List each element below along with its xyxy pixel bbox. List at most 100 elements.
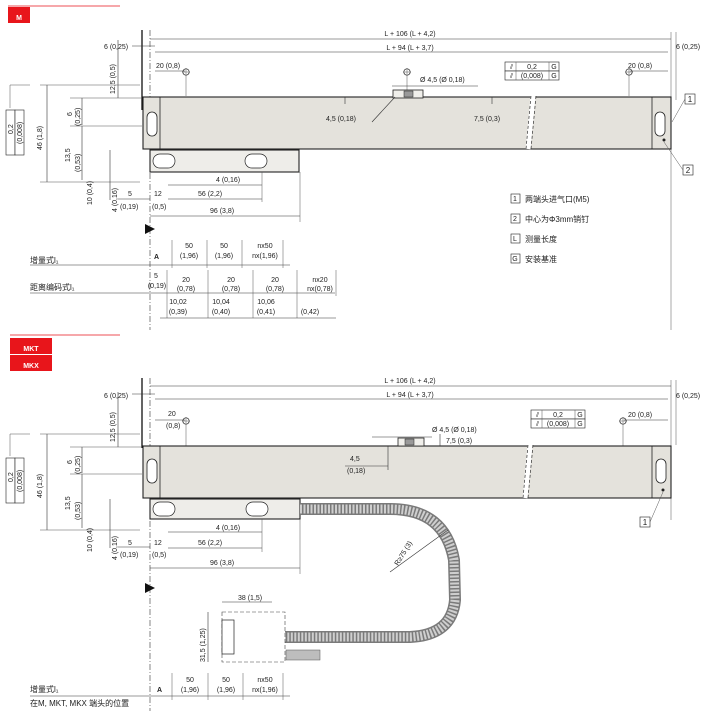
- callout-1: 1: [688, 95, 693, 104]
- svg-text:nx50: nx50: [257, 243, 272, 250]
- dim-7-5-mkt: 7,5 (0,3): [446, 438, 472, 445]
- dim-6-mkt-in: (0,25): [75, 456, 82, 474]
- svg-text:⫽: ⫽: [535, 420, 540, 428]
- legend-item-3: 测量长度: [525, 234, 557, 244]
- dim-inner-mkt: L + 94 (L + 3,7): [386, 392, 433, 399]
- svg-text:(1,96): (1,96): [217, 687, 235, 694]
- svg-text:(0,78): (0,78): [266, 286, 284, 293]
- dim-6-in: (0,25): [75, 108, 82, 126]
- dim-top-left-mkt: 20: [168, 411, 176, 418]
- dim-38-mkt: 38 (1,5): [238, 595, 262, 602]
- side-tol-mkt: 0,2: [8, 472, 15, 482]
- dim-depth-left: 4,5 (0,18): [326, 116, 356, 123]
- svg-text:50: 50: [186, 677, 194, 684]
- badge-mkx-text: MKX: [23, 363, 39, 370]
- svg-text:20: 20: [271, 277, 279, 284]
- svg-text:1: 1: [513, 196, 517, 203]
- dim-96-mkt: 96 (3,8): [210, 560, 234, 567]
- dim-12: 12: [154, 191, 162, 198]
- dim-4-5-mkt: 4,5: [350, 456, 360, 463]
- dim-12-mkt: 12: [154, 540, 162, 547]
- dim-31-5-mkt: 31,5 (1,25): [200, 628, 207, 662]
- legend-m: 1 两端头进气口(M5) 2 中心为Φ3mm销钉 L 测量长度 G 安装基准: [510, 193, 590, 264]
- dim-6-mkt: 6: [67, 460, 74, 464]
- dim-12-5-mkt: 12,5 (0,5): [110, 412, 117, 442]
- ref-arrow-mkt: [145, 583, 155, 593]
- callout-2: 2: [686, 166, 691, 175]
- pin-marker: [662, 138, 666, 142]
- dim-5-mkt-in: (0,19): [120, 552, 138, 559]
- svg-text:50: 50: [185, 243, 193, 250]
- badge-mkx: [10, 355, 52, 371]
- dim-46-mkt: 46 (1,8): [37, 474, 44, 498]
- dim-line-radius-mkt: [389, 529, 449, 573]
- svg-text:G: G: [512, 256, 517, 263]
- svg-text:⫽: ⫽: [509, 63, 514, 71]
- dim-5-in: (0,19): [120, 204, 138, 211]
- scale-body: [142, 96, 672, 150]
- dim-13-5-mkt-in: (0,53): [75, 502, 82, 520]
- dim-6: 6: [67, 112, 74, 116]
- badge-m: [8, 7, 30, 23]
- body-break: [525, 95, 537, 150]
- svg-text:10,04: 10,04: [212, 299, 230, 306]
- point-a-m: A: [154, 254, 159, 261]
- svg-text:20: 20: [182, 277, 190, 284]
- side-tolerance: 0,2 (0,008): [5, 84, 30, 156]
- point-a-mkt: A: [157, 687, 162, 694]
- callout-1-leader: [671, 98, 686, 123]
- reading-head-slot: [403, 90, 414, 98]
- distcoded-label-m: 距离编码式l₁: [30, 282, 75, 292]
- svg-text:(0,78): (0,78): [222, 286, 240, 293]
- dim-12-5: 12,5 (0,5): [110, 64, 117, 94]
- svg-text:nx(0,78): nx(0,78): [307, 286, 333, 293]
- dim-top-left: 20 (0,8): [156, 63, 180, 70]
- dim-5: 5: [128, 191, 132, 198]
- dim-right-end: 6 (0,25): [676, 44, 700, 51]
- badge-m-text: M: [16, 15, 22, 22]
- dim-top-right-mkt: 20 (0,8): [628, 412, 652, 419]
- callout-1-mkt: 1: [643, 518, 648, 527]
- svg-text:(1,96): (1,96): [181, 687, 199, 694]
- dim-left-end: 6 (0,25): [104, 44, 128, 51]
- block-slot-left: [152, 153, 176, 169]
- pin-marker-mkt: [661, 488, 665, 492]
- side-tol-mkt-in: (0,008): [17, 470, 24, 492]
- dim-4-vert-mkt: 4 (0,16): [112, 536, 119, 560]
- connector-mkt: [221, 611, 286, 663]
- svg-text:50: 50: [222, 677, 230, 684]
- tolerance-frame: ⫽⫽ 0,2 G (0,008) G: [504, 61, 560, 81]
- svg-text:20: 20: [227, 277, 235, 284]
- tol-b-mkt: (0,008): [547, 421, 569, 428]
- tol-a-ref-mkt: G: [577, 412, 582, 419]
- svg-text:nx(1,96): nx(1,96): [252, 687, 278, 694]
- dim-hole-mkt: Ø 4,5 (Ø 0,18): [432, 427, 477, 434]
- svg-text:(0,41): (0,41): [257, 309, 275, 316]
- section-mkt: MKT MKX L + 106 (L + 4,2) L + 94 (L + 3,…: [5, 334, 700, 711]
- svg-text:(0,19): (0,19): [148, 283, 166, 290]
- dim-radius-mkt: R≥75 (3): [394, 540, 414, 567]
- svg-text:(0,78): (0,78): [177, 286, 195, 293]
- dim-left-end-mkt: 6 (0,25): [104, 393, 128, 400]
- tol-a-mkt: 0,2: [553, 412, 563, 419]
- callout-2-leader: [663, 141, 684, 171]
- end-slot-left: [146, 111, 158, 137]
- mount-hole-right-mkt: [619, 417, 627, 446]
- dim-hole: Ø 4,5 (Ø 0,18): [420, 77, 465, 84]
- svg-text:nx(1,96): nx(1,96): [252, 253, 278, 260]
- tol-b: (0,008): [521, 73, 543, 80]
- dim-4: 4 (0,16): [216, 177, 240, 184]
- reading-head-slot-mkt: [404, 438, 415, 446]
- svg-text:nx50: nx50: [257, 677, 272, 684]
- tol-a-ref: G: [551, 64, 556, 71]
- tol-b-ref-mkt: G: [577, 421, 582, 428]
- end-slot-right-mkt: [655, 458, 667, 484]
- end-slot-left-mkt: [146, 458, 158, 484]
- svg-text:⫽: ⫽: [535, 411, 540, 419]
- legend-item-4: 安装基准: [525, 254, 557, 264]
- badge-mkt: [10, 338, 52, 354]
- svg-text:5: 5: [154, 273, 158, 280]
- svg-text:(1,96): (1,96): [180, 253, 198, 260]
